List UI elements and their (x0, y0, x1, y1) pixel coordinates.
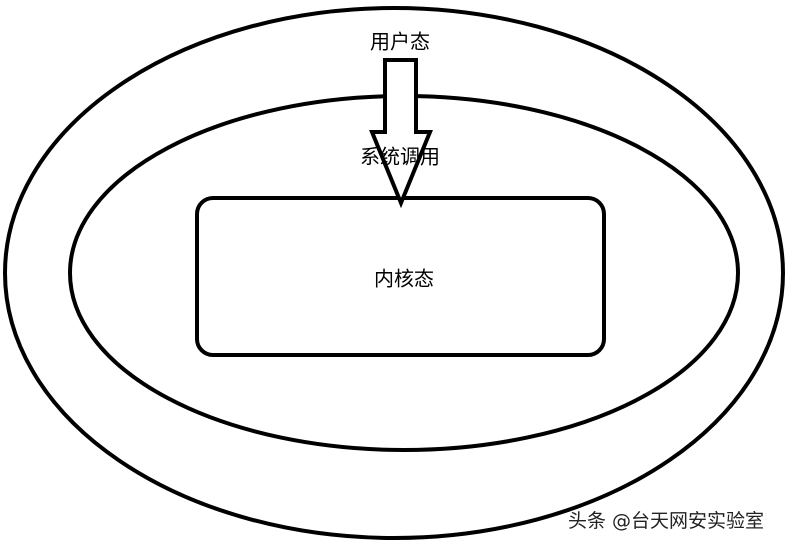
down-arrow (369, 58, 433, 209)
kernel-mode-label: 内核态 (374, 266, 434, 291)
user-mode-ellipse (3, 6, 785, 540)
watermark: 头条 @台天网安实验室 (568, 510, 765, 532)
user-mode-label: 用户态 (370, 29, 430, 54)
system-call-label: 系统调用 (360, 144, 440, 169)
